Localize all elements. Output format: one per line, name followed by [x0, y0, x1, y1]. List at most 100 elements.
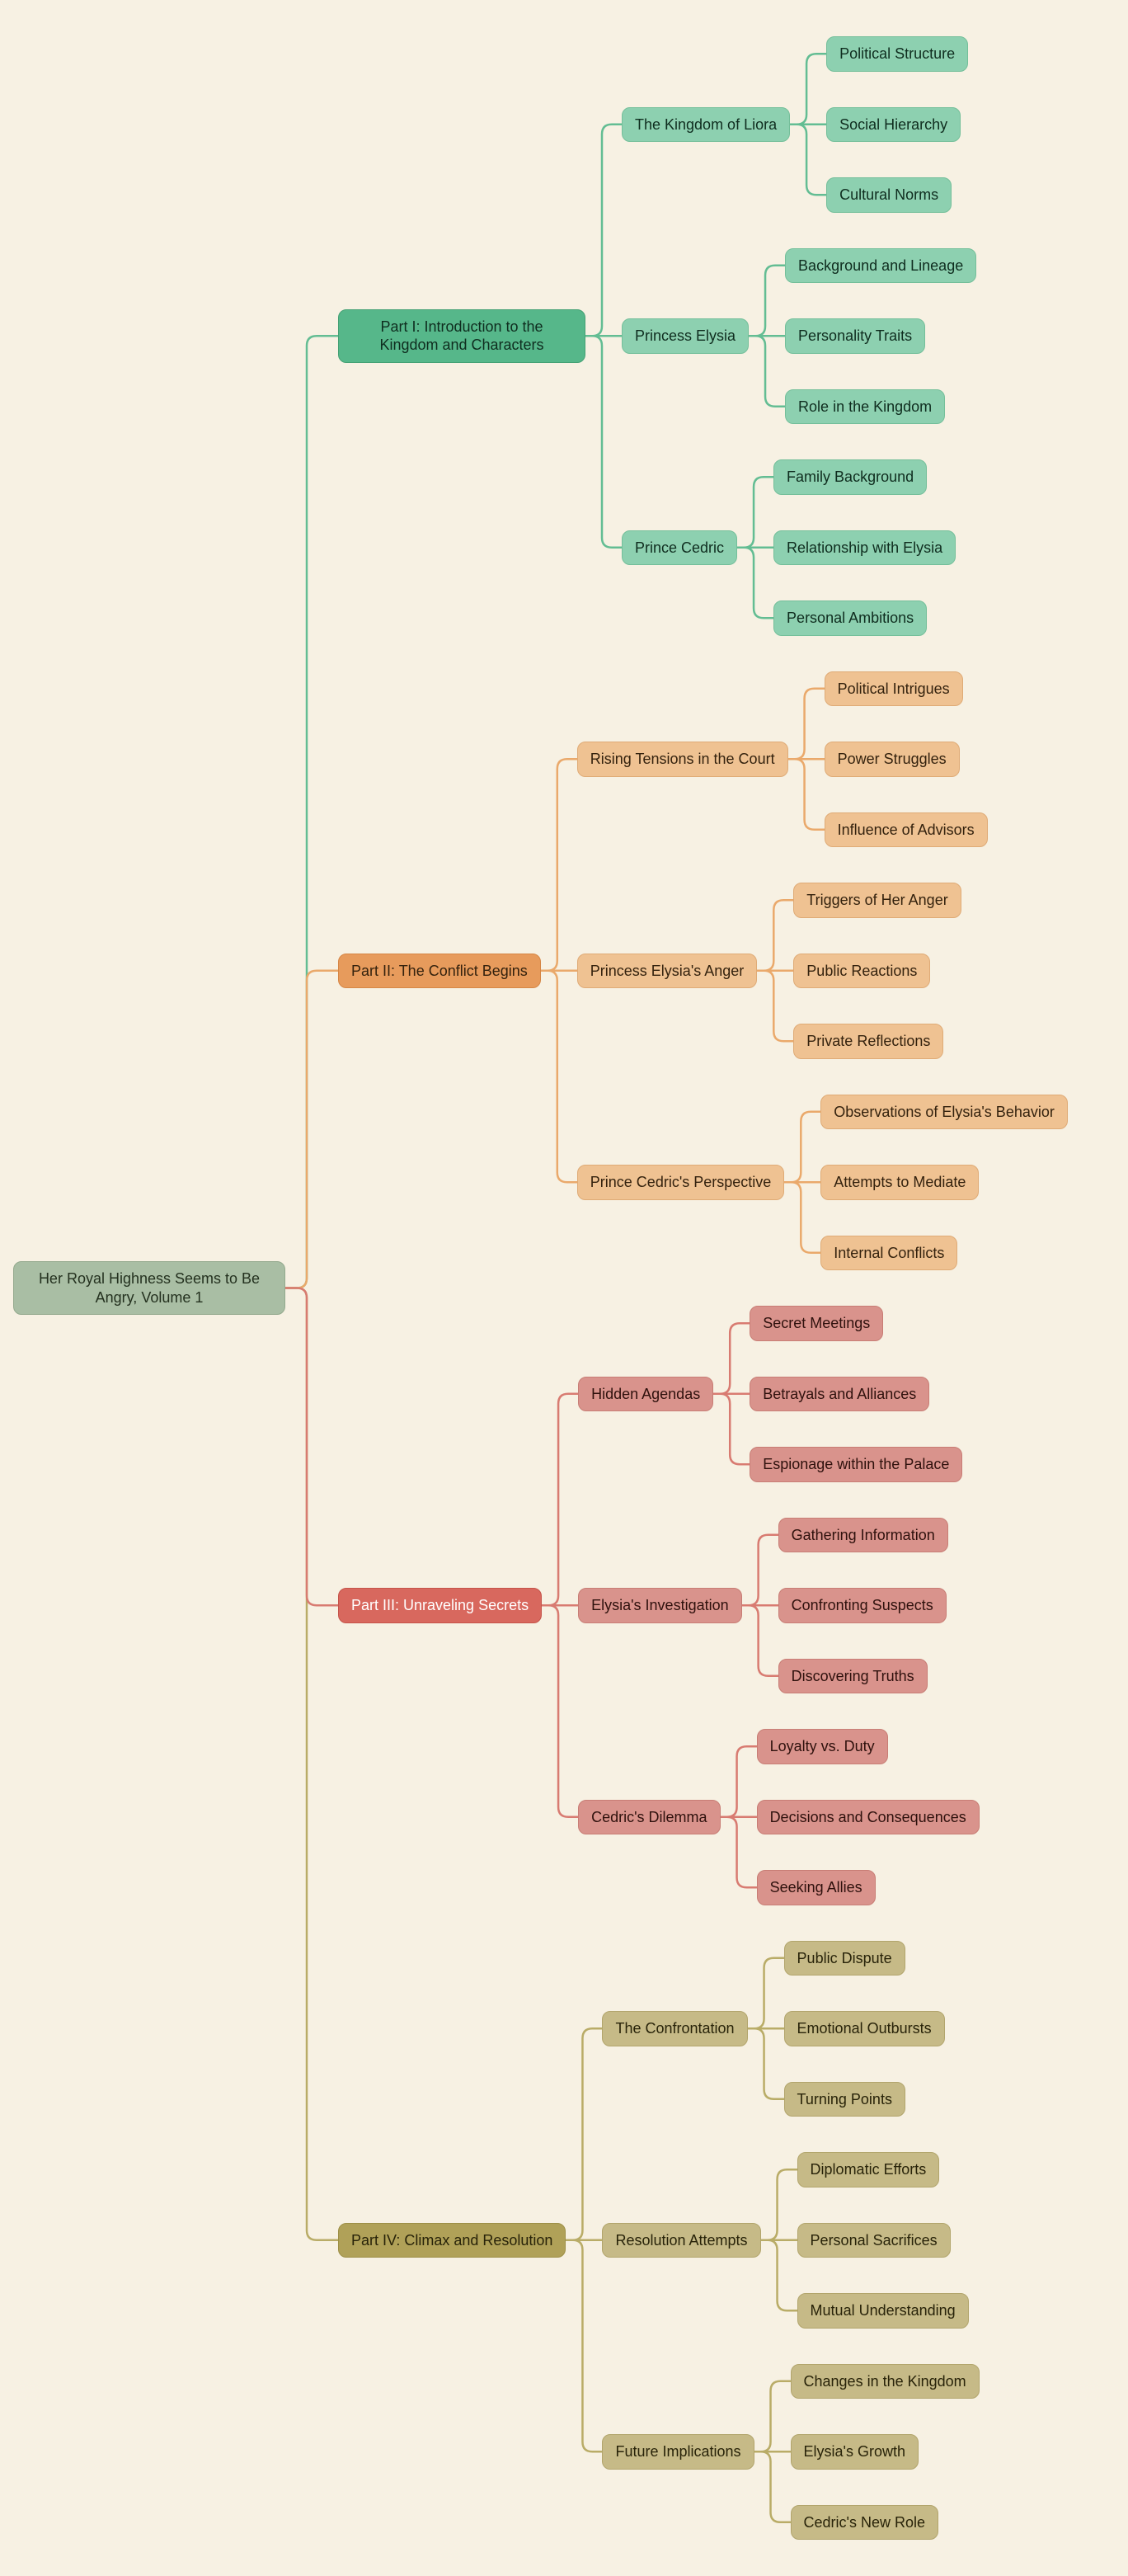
- mindmap-branch: Betrayals and Alliances: [750, 1376, 962, 1411]
- leaf-topic: Personality Traits: [785, 318, 926, 354]
- mindmap-branch: Secret Meetings: [750, 1306, 962, 1341]
- mindmap-branch: Internal Conflicts: [820, 1235, 1068, 1270]
- mindmap-tree: Her Royal Highness Seems to Be Angry, Vo…: [13, 0, 1068, 2576]
- mindmap-branch: Elysia's Growth: [790, 2434, 980, 2470]
- mindmap-branch: Future Implications Changes in the Kingdo…: [602, 2363, 980, 2540]
- leaf-topic: Private Reflections: [793, 1024, 944, 1059]
- mindmap-branch: Political Intrigues: [824, 671, 988, 706]
- leaf-topic: Personal Sacrifices: [797, 2222, 951, 2258]
- leaf-topic: Turning Points: [783, 2081, 905, 2117]
- mindmap-branch: Diplomatic Efforts: [797, 2152, 969, 2187]
- part-topic: Part III: Unraveling Secrets: [338, 1588, 543, 1623]
- leaf-topic: Personal Ambitions: [773, 600, 928, 636]
- leaf-topic: Political Structure: [826, 36, 969, 72]
- mindmap-branch: Turning Points: [783, 2081, 945, 2117]
- mindmap-branch: Emotional Outbursts: [783, 2011, 945, 2046]
- leaf-topic: Confronting Suspects: [778, 1588, 947, 1623]
- subtopic: Rising Tensions in the Court: [576, 742, 788, 777]
- leaf-topic: Secret Meetings: [750, 1306, 884, 1341]
- mindmap-branch: Rising Tensions in the Court Political In…: [576, 671, 1068, 847]
- mindmap-branch: Discovering Truths: [778, 1658, 948, 1693]
- mindmap-branch: Public Reactions: [793, 953, 961, 988]
- subtopic: The Confrontation: [602, 2011, 748, 2046]
- leaf-topic: Mutual Understanding: [797, 2293, 969, 2329]
- mindmap-branch: Private Reflections: [793, 1024, 961, 1059]
- mindmap-branch: Gathering Information: [778, 1517, 948, 1552]
- leaf-topic: Internal Conflicts: [820, 1235, 958, 1270]
- leaf-topic: Influence of Advisors: [824, 812, 988, 847]
- subtopic: Resolution Attempts: [602, 2222, 761, 2258]
- mindmap-branch: Observations of Elysia's Behavior: [820, 1094, 1068, 1129]
- subtopic: Elysia's Investigation: [578, 1588, 742, 1623]
- mindmap-branch: Personal Ambitions: [773, 600, 956, 636]
- mindmap-branch: Cedric's New Role: [790, 2504, 980, 2540]
- part-topic: Part I: Introduction to the Kingdom and …: [338, 308, 585, 363]
- subtopic: Future Implications: [602, 2434, 754, 2470]
- mindmap-branch: Elysia's Investigation Gathering Informat…: [578, 1517, 980, 1693]
- leaf-topic: Cedric's New Role: [790, 2504, 938, 2540]
- leaf-topic: Changes in the Kingdom: [790, 2363, 980, 2399]
- mindmap-branch: Cultural Norms: [826, 177, 968, 213]
- leaf-topic: Elysia's Growth: [790, 2434, 919, 2470]
- leaf-topic: Decisions and Consequences: [756, 1799, 980, 1834]
- subtopic: The Kingdom of Liora: [622, 106, 791, 142]
- leaf-topic: Public Reactions: [793, 953, 931, 988]
- mindmap-branch: Triggers of Her Anger: [793, 883, 961, 918]
- mindmap-branch: Personal Sacrifices: [797, 2222, 969, 2258]
- mindmap-branch: Personality Traits: [785, 318, 976, 354]
- mindmap-branch: Social Hierarchy: [826, 106, 968, 142]
- mindmap-branch: Power Struggles: [824, 742, 988, 777]
- leaf-topic: Attempts to Mediate: [820, 1165, 980, 1200]
- leaf-topic: Diplomatic Efforts: [797, 2152, 940, 2187]
- mindmap-branch: Part III: Unraveling Secrets Hidden Agend…: [338, 1306, 1068, 1905]
- leaf-topic: Background and Lineage: [785, 247, 977, 283]
- mindmap-branch: Espionage within the Palace: [750, 1447, 963, 1482]
- leaf-topic: Gathering Information: [778, 1517, 948, 1552]
- mindmap-branch: Decisions and Consequences: [756, 1799, 980, 1834]
- leaf-topic: Loyalty vs. Duty: [756, 1729, 888, 1764]
- subtopic: Cedric's Dilemma: [578, 1799, 721, 1834]
- leaf-topic: Discovering Truths: [778, 1658, 928, 1693]
- mindmap-branch: Attempts to Mediate: [820, 1165, 1068, 1200]
- subtopic: Hidden Agendas: [578, 1376, 714, 1411]
- leaf-topic: Espionage within the Palace: [750, 1447, 963, 1482]
- leaf-topic: Social Hierarchy: [826, 106, 961, 142]
- leaf-topic: Emotional Outbursts: [783, 2011, 945, 2046]
- mindmap-branch: Background and Lineage: [785, 247, 977, 283]
- mindmap-branch: Confronting Suspects: [778, 1588, 948, 1623]
- leaf-topic: Role in the Kingdom: [785, 389, 946, 424]
- leaf-topic: Triggers of Her Anger: [793, 883, 961, 918]
- root-topic: Her Royal Highness Seems to Be Angry, Vo…: [13, 1261, 285, 1315]
- mindmap-branch: Family Background: [773, 459, 956, 495]
- mindmap-branch: Influence of Advisors: [824, 812, 988, 847]
- mindmap-branch: Seeking Allies: [756, 1870, 980, 1905]
- mindmap-branch: Relationship with Elysia: [773, 530, 956, 565]
- mindmap-branch: Political Structure: [826, 36, 969, 72]
- leaf-topic: Betrayals and Alliances: [750, 1376, 930, 1411]
- subtopic: Prince Cedric: [622, 530, 738, 565]
- mindmap-branch: Mutual Understanding: [797, 2293, 969, 2329]
- mindmap-branch: Public Dispute: [783, 1940, 945, 1976]
